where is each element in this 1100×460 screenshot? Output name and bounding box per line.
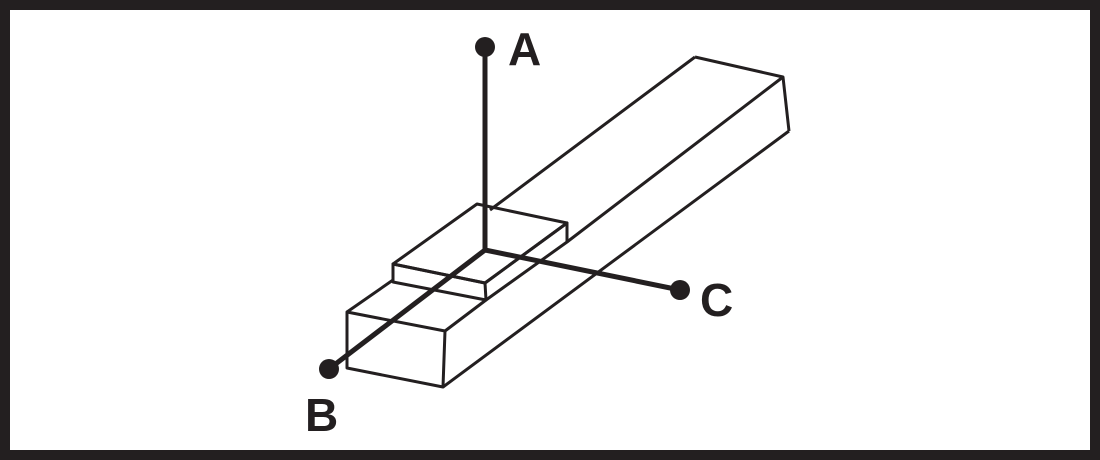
- axis-b: [327, 248, 487, 371]
- bar-top-right-edge-far: [566, 75, 784, 244]
- plate-side: [484, 221, 569, 302]
- label-c: C: [700, 274, 733, 326]
- long-bar: [345, 55, 791, 389]
- bar-bottom-edge: [442, 129, 790, 389]
- axis-c-endpoint: [670, 280, 690, 300]
- bar-top-right-edge-near: [444, 298, 487, 333]
- bar-top-left-edge-far: [489, 55, 696, 212]
- axes: [319, 37, 690, 379]
- bar-top-left-edge-near: [346, 278, 394, 314]
- label-b: B: [305, 389, 338, 441]
- axis-c: [484, 247, 681, 293]
- label-a: A: [508, 23, 541, 75]
- plate: [391, 202, 569, 302]
- axis-a-endpoint: [475, 37, 495, 57]
- bar-front-face: [345, 310, 447, 389]
- bar-far-end: [694, 55, 791, 132]
- axis-b-endpoint: [319, 359, 339, 379]
